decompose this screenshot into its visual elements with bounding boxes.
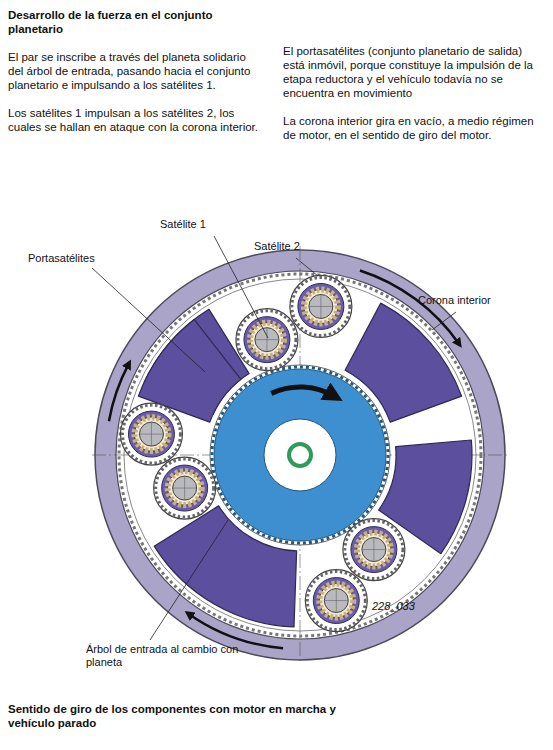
planet-bearing — [298, 283, 344, 329]
pin-centre-line — [184, 476, 185, 500]
caption: Sentido de giro de los componentes con m… — [8, 702, 368, 730]
planet-pin — [362, 538, 386, 562]
body-text: Los satélites 1 impulsan a los satélites… — [8, 106, 260, 134]
part-label: Portasatélites — [28, 252, 95, 265]
needle-rollers — [304, 289, 338, 323]
bearing-race — [168, 471, 202, 505]
pin-centre-line — [320, 294, 321, 318]
planet-bearing — [128, 411, 174, 457]
figure-number: 228_033 — [372, 600, 415, 613]
leader-line — [296, 258, 318, 276]
planet-bearing — [244, 317, 290, 363]
needle-rollers — [319, 584, 353, 618]
body-text: La corona interior gira en vacío, a medi… — [283, 114, 545, 142]
planet-bearing — [313, 578, 359, 624]
pin-centre-line — [266, 328, 267, 352]
bearing-race — [304, 289, 338, 323]
planet-gear — [236, 309, 298, 371]
part-label: Satélite 2 — [254, 240, 300, 253]
planet-gear — [154, 457, 216, 519]
leader-line — [150, 520, 228, 640]
planet-pin — [139, 422, 163, 446]
needle-rollers — [250, 323, 284, 357]
planet-gear — [305, 570, 367, 632]
input-shaft-bore — [264, 419, 336, 491]
planet-pin — [309, 294, 333, 318]
planet-pin — [173, 476, 197, 500]
leader-line — [432, 312, 456, 330]
bearing-race — [319, 584, 353, 618]
planet-bearing — [162, 465, 208, 511]
needle-rollers — [168, 471, 202, 505]
planet-pin — [255, 328, 279, 352]
sun-gear — [214, 369, 386, 541]
planet-teeth — [307, 572, 365, 630]
planet-teeth — [292, 277, 350, 335]
pin-centre-line — [151, 422, 152, 446]
pin-centre-line — [373, 538, 374, 562]
planet-gear — [343, 519, 405, 581]
bearing-race — [357, 533, 391, 567]
planet-gear — [290, 275, 352, 337]
part-label: Árbol de entrada al cambio con planeta — [86, 643, 261, 669]
input-shaft-ring — [289, 444, 311, 466]
planet-bearing — [351, 527, 397, 573]
pin-centre-line — [336, 589, 337, 613]
leader-line — [92, 268, 205, 372]
part-label: Corona interior — [418, 294, 491, 307]
planet-teeth — [238, 311, 296, 369]
bearing-race — [250, 323, 284, 357]
needle-rollers — [134, 417, 168, 451]
planet-teeth — [122, 405, 180, 463]
sun-gear-rim — [210, 365, 390, 545]
planet-teeth — [156, 459, 214, 517]
bearing-race — [134, 417, 168, 451]
heading: Desarrollo de la fuerza en el conjunto p… — [8, 8, 258, 36]
rotation-arrow — [109, 364, 129, 421]
rotation-arrow — [271, 387, 334, 396]
body-text: El par se inscribe a través del planeta … — [8, 50, 260, 92]
rotation-arrow — [360, 270, 459, 343]
planet-gear — [120, 403, 182, 465]
body-text: El portasatélites (conjunto planetario d… — [283, 44, 545, 100]
part-label: Satélite 1 — [160, 218, 206, 231]
planet-teeth — [345, 521, 403, 579]
needle-rollers — [357, 533, 391, 567]
sun-teeth — [212, 367, 388, 543]
planet-pin — [324, 589, 348, 613]
